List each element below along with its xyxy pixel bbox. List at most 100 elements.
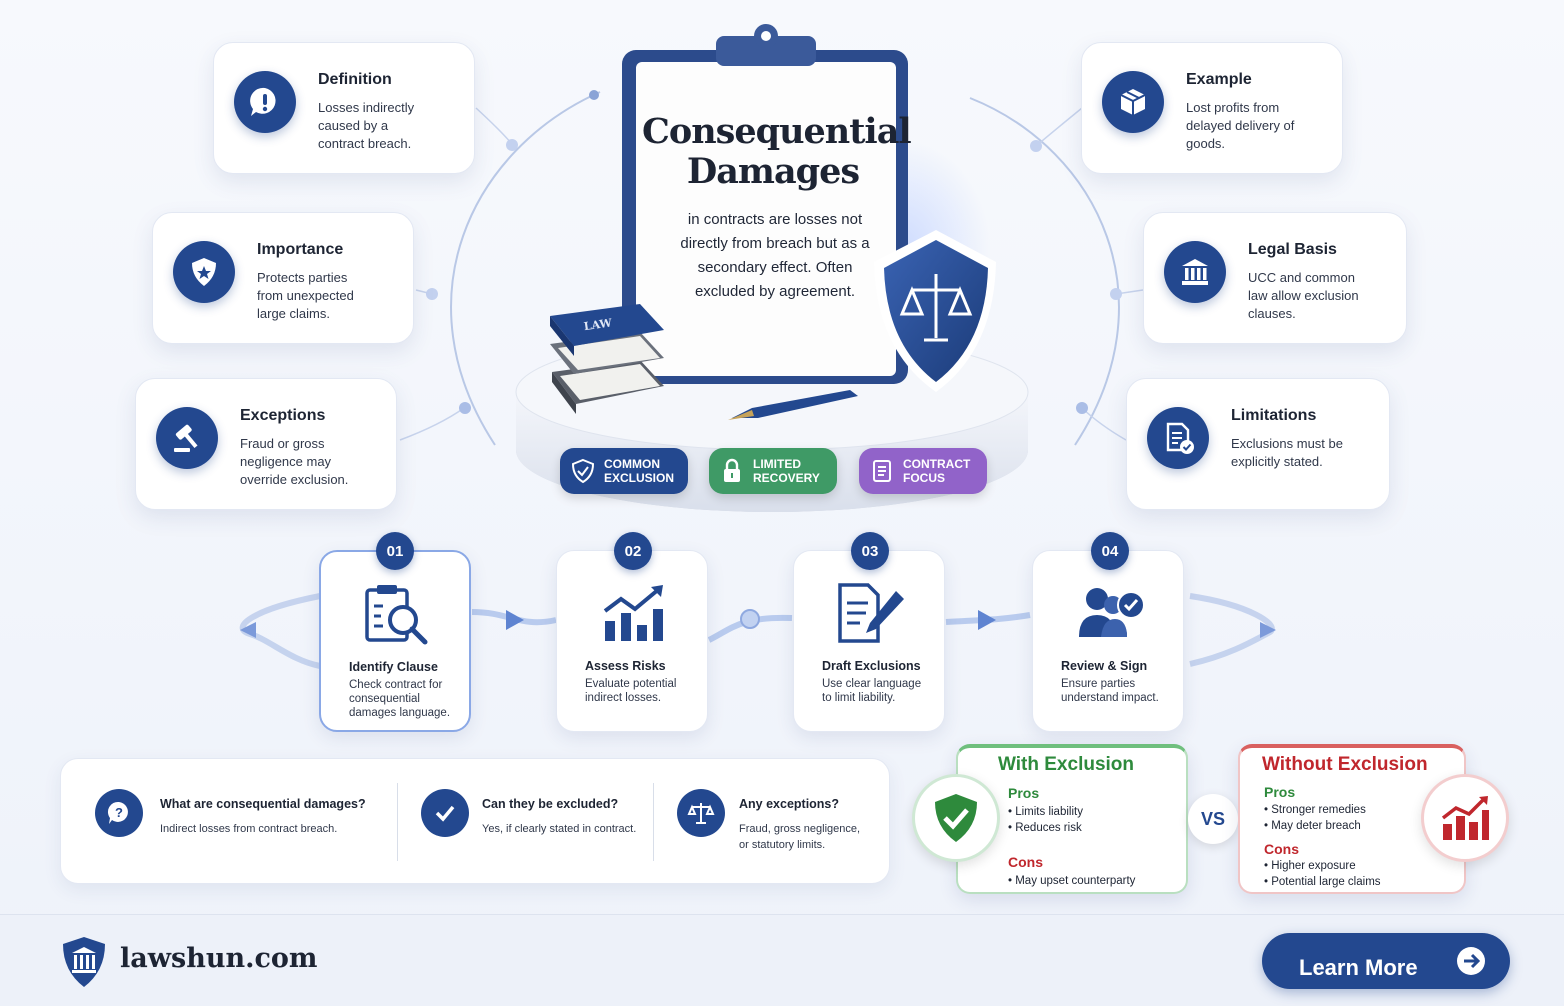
learn-more-label: Learn More [1299,955,1418,980]
svg-text:?: ? [115,805,123,820]
card-exceptions: Exceptions Fraud or gross negligence may… [135,378,397,510]
step-text: Evaluate potential indirect losses. [585,678,677,704]
step-assess-risks: Assess Risks Evaluate potential indirect… [556,550,708,732]
info-bubble-icon [234,71,296,133]
main-title: Consequential Damages [642,111,912,192]
step-title: Draft Exclusions [822,659,921,673]
card-text: Losses indirectly caused by a contract b… [318,100,415,151]
badge-line-2: RECOVERY [753,471,820,485]
cons-item: • Higher exposure [1264,860,1356,872]
faq-divider [653,783,654,861]
step-number: 04 [1091,532,1129,570]
clipboard-search-icon [365,585,428,645]
brand-name[interactable]: lawshun.com [120,943,318,974]
faq-answer: Indirect losses from contract breach. [160,823,338,835]
step-draft-exclusions: Draft Exclusions Use clear language to l… [793,550,945,732]
badge-line-2: FOCUS [903,471,945,485]
faq-item: Can they be excluded? Yes, if clearly st… [387,759,653,885]
step-review-sign: Review & Sign Ensure parties understand … [1032,550,1184,732]
card-text: UCC and common law allow exclusion claus… [1248,270,1359,321]
pros-item: • May deter breach [1264,820,1361,832]
without-exclusion-title: Without Exclusion [1262,754,1428,775]
card-example: Example Lost profits from delayed delive… [1081,42,1343,174]
title-line-2: Damages [686,151,860,192]
card-title: Example [1186,71,1252,88]
lock-icon [724,458,740,482]
document-check-icon [1147,407,1209,469]
card-title: Importance [257,241,344,258]
card-importance: Importance Protects parties from unexpec… [152,212,414,344]
pros-item: • Stronger remedies [1264,804,1366,816]
step-title: Review & Sign [1061,659,1148,673]
shield-star-icon [173,241,235,303]
document-icon [873,460,891,482]
cons-item: • May upset counterparty [1008,875,1136,887]
faq-item: ? What are consequential damages? Indire… [61,759,397,885]
faq-question: Can they be excluded? [482,797,619,811]
shield-check-icon [571,458,595,484]
check-circle-icon [421,789,469,837]
cons-item: • Potential large claims [1264,876,1381,888]
title-line-1: Consequential [642,111,912,152]
courthouse-shield-logo-icon [63,937,105,987]
pros-label: Pros [1008,785,1040,801]
main-description: in contracts are losses not directly fro… [680,211,870,300]
step-title: Identify Clause [349,660,438,674]
shield-check-icon [912,774,1000,862]
arrow-right-icon [1457,947,1485,975]
card-definition: Definition Losses indirectly caused by a… [213,42,475,174]
cons-label: Cons [1264,841,1299,857]
chart-up-icon [1421,774,1509,862]
faq-answer-line-2: or statutory limits. [739,839,826,851]
book-label: LAW [583,316,613,333]
faq-item: Any exceptions? Fraud, gross negligence,… [643,759,891,885]
step-title: Assess Risks [585,659,666,673]
faq-answer: Fraud, gross negligence, or statutory lim… [739,821,860,853]
vs-badge: VS [1188,794,1238,844]
pros-list: • Stronger remedies • May deter breach [1264,802,1366,834]
chart-trend-icon [603,585,663,641]
footer: lawshun.com Learn More [0,914,1564,1006]
users-check-icon [1079,588,1145,637]
card-text: Fraud or gross negligence may override e… [240,436,349,487]
question-bubble-icon: ? [95,789,143,837]
cons-list: • Higher exposure • Potential large clai… [1264,858,1381,890]
faq-panel: ? What are consequential damages? Indire… [60,758,890,884]
faq-question: What are consequential damages? [160,797,366,811]
faq-divider [397,783,398,861]
card-text: Lost profits from delayed delivery of go… [1186,100,1295,151]
card-legal-basis: Legal Basis UCC and common law allow exc… [1143,212,1407,344]
step-number: 02 [614,532,652,570]
step-number: 03 [851,532,889,570]
faq-question: Any exceptions? [739,797,840,811]
cons-list: • May upset counterparty [1008,873,1135,889]
badge-line-1: CONTRACT [903,457,971,471]
courthouse-icon [1164,241,1226,303]
pros-item: • Reduces risk [1008,822,1082,834]
with-exclusion-title: With Exclusion [998,754,1135,775]
card-limitations: Limitations Exclusions must be explicitl… [1126,378,1390,510]
step-number: 01 [376,532,414,570]
cons-label: Cons [1008,854,1043,870]
card-title: Definition [318,71,392,88]
card-text: Protects parties from unexpected large c… [257,270,354,321]
pros-list: • Limits liability • Reduces risk [1008,804,1083,836]
faq-answer: Yes, if clearly stated in contract. [482,823,637,835]
card-title: Exceptions [240,407,326,424]
step-identify-clause: Identify Clause Check contract for conse… [319,550,471,732]
package-icon [1102,71,1164,133]
step-text: Use clear language to limit liability. [822,678,922,704]
document-pen-icon [838,583,904,643]
badge-line-2: EXCLUSION [604,471,675,485]
gavel-icon [156,407,218,469]
faq-answer-line-1: Fraud, gross negligence, [739,823,861,835]
card-text: Exclusions must be explicitly stated. [1231,436,1343,469]
step-text: Check contract for consequential damages… [349,679,451,719]
learn-more-button[interactable]: Learn More [1262,933,1510,989]
card-title: Legal Basis [1248,241,1337,258]
card-title: Limitations [1231,407,1317,424]
step-text: Ensure parties understand impact. [1061,678,1159,704]
